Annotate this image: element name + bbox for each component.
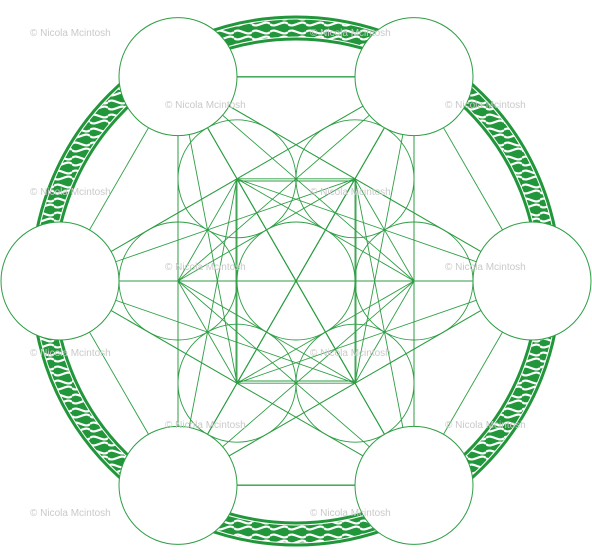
outer-circles xyxy=(0,17,592,545)
outer-circle xyxy=(472,221,592,341)
sacred-geometry-lines xyxy=(59,76,533,486)
outer-circle xyxy=(354,425,474,545)
outer-circle xyxy=(118,425,238,545)
outer-circle xyxy=(118,17,238,137)
outer-circle xyxy=(354,17,474,137)
outer-circle xyxy=(0,221,120,341)
cube-line xyxy=(177,76,415,486)
cube-line xyxy=(59,76,415,282)
